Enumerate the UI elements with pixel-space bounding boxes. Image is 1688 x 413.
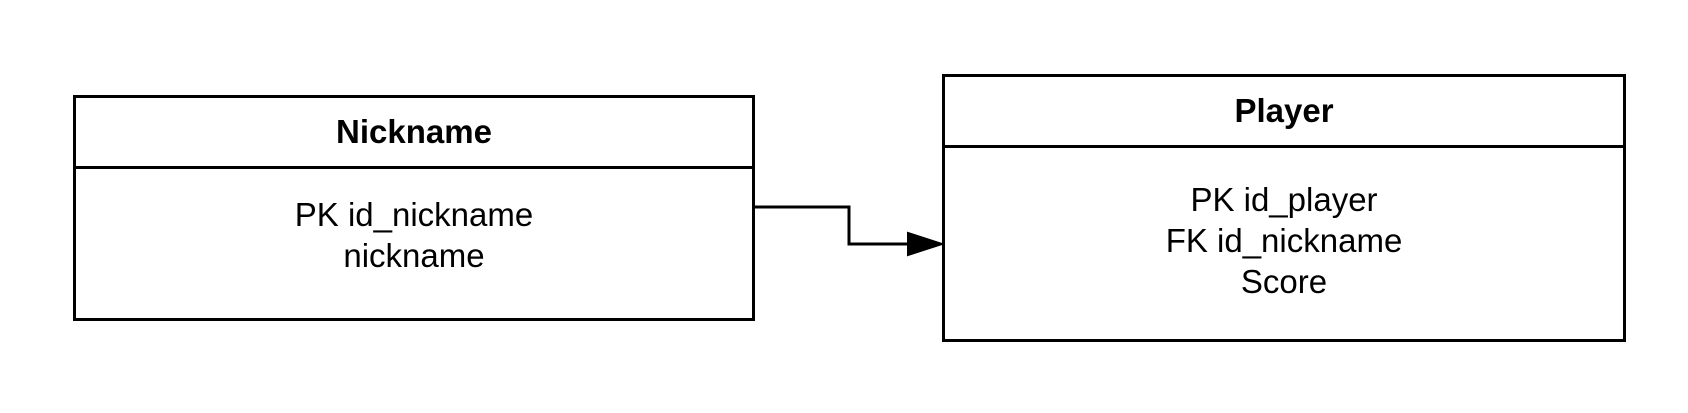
arrowhead-icon	[907, 231, 946, 257]
entity-player-fields: PK id_player FK id_nickname Score	[945, 148, 1623, 302]
field-pk-id-nickname: PK id_nickname	[294, 196, 534, 233]
connector-line	[755, 205, 908, 246]
entity-player[interactable]: Player PK id_player FK id_nickname Score	[942, 74, 1626, 342]
field-nickname: nickname	[343, 237, 485, 274]
field-pk-id-player: PK id_player	[1190, 181, 1378, 218]
entity-nickname-title: Nickname	[76, 98, 752, 169]
field-score: Score	[1240, 263, 1328, 300]
entity-player-title: Player	[945, 77, 1623, 148]
entity-nickname-fields: PK id_nickname nickname	[76, 169, 752, 276]
entity-nickname[interactable]: Nickname PK id_nickname nickname	[73, 95, 755, 321]
field-fk-id-nickname: FK id_nickname	[1165, 222, 1403, 259]
